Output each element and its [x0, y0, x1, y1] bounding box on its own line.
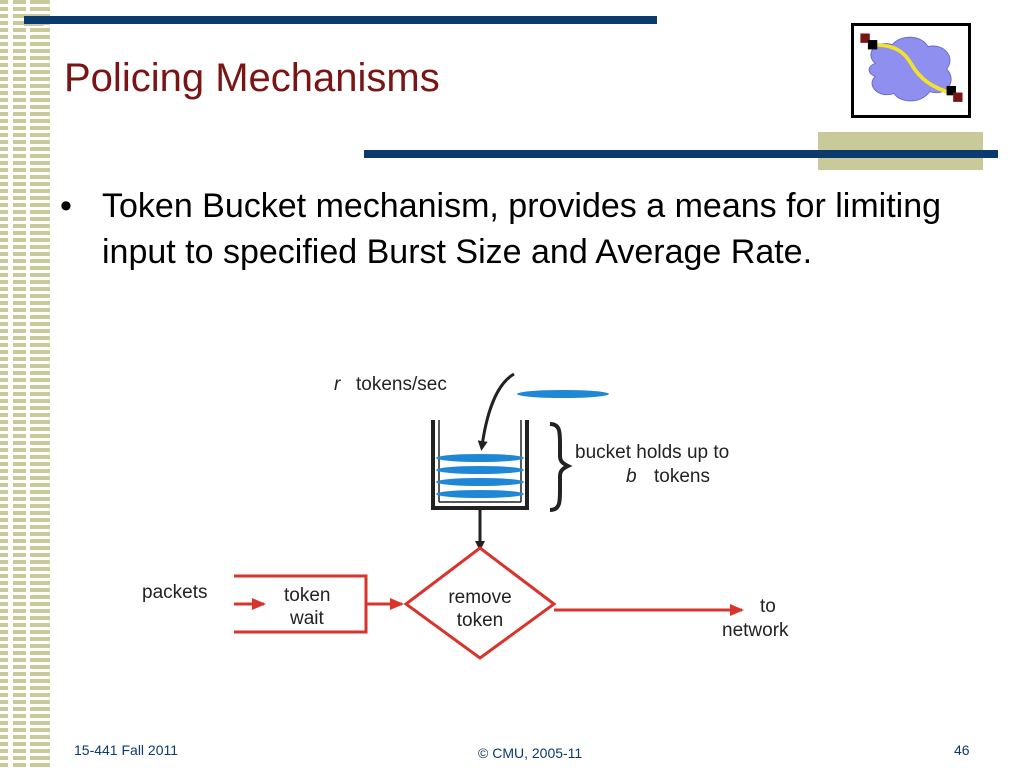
bucket-token [436, 454, 524, 462]
wait-label-2: wait [289, 608, 325, 629]
rate-var: r [334, 374, 341, 395]
brace [549, 422, 573, 512]
bucket-token [436, 490, 524, 498]
token-bucket-diagram: r tokens/sec bucket holds up to b tokens… [142, 372, 789, 660]
bullet-text: Token Bucket mechanism, provides a means… [102, 187, 942, 271]
network-logo-icon [851, 23, 971, 118]
bucket [431, 420, 529, 510]
rate-label: tokens/sec [356, 374, 447, 395]
remove-token-node [403, 546, 557, 660]
footer-copyright: © CMU, 2005-11 [478, 745, 583, 761]
network-label-2: network [722, 620, 789, 641]
top-bar [24, 16, 657, 24]
stripe-gap [26, 0, 30, 768]
bucket-token [436, 478, 524, 486]
bucket-token [436, 466, 524, 474]
wait-label-1: token [284, 585, 330, 606]
stripe-gap [8, 0, 13, 768]
slide-title: Policing Mechanisms [64, 56, 440, 100]
token-arrow [477, 372, 515, 451]
remove-label-1: remove [448, 587, 511, 608]
bullet-item: • Token Bucket mechanism, provides a mea… [60, 183, 980, 275]
network-label-1: to [760, 596, 776, 617]
footer-page-number: 46 [954, 742, 970, 758]
bucket-label-1: bucket holds up to [575, 442, 729, 463]
bullet-marker: • [60, 187, 72, 225]
bucket-var: b [626, 466, 637, 487]
remove-label-2: token [457, 610, 503, 631]
bucket-label-2: tokens [654, 466, 710, 487]
header-divider-bar [364, 150, 998, 158]
packets-label: packets [142, 582, 207, 603]
footer-course: 15-441 Fall 2011 [74, 742, 179, 758]
incoming-token [517, 390, 609, 398]
